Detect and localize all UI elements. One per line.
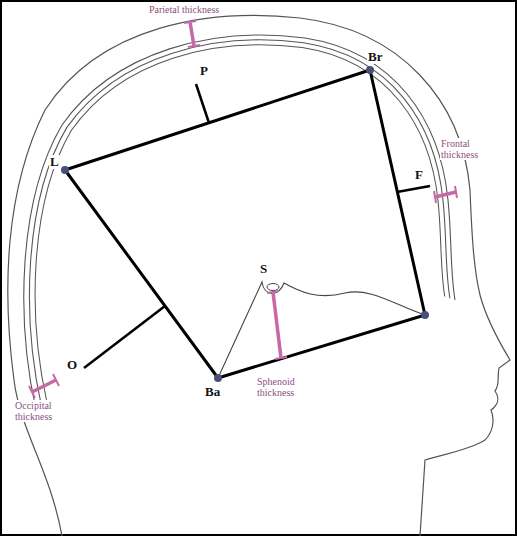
parietal-perpendicular <box>196 84 209 123</box>
sphenoid-outline <box>218 282 425 378</box>
point-label: O <box>66 358 78 372</box>
point <box>214 374 222 382</box>
quadrilateral <box>65 70 425 378</box>
tick <box>455 186 457 198</box>
point-label: L <box>49 155 60 169</box>
skull-inner <box>35 45 445 401</box>
thickness-label: Frontal thickness <box>440 138 498 160</box>
tick <box>184 21 196 23</box>
thickness-label: Parietal thickness <box>148 4 220 15</box>
point-label: F <box>414 168 424 182</box>
frontal-marker <box>435 192 456 197</box>
point-label: P <box>199 64 209 78</box>
tick <box>188 45 200 47</box>
thickness-markers <box>32 22 456 392</box>
tick <box>53 374 59 386</box>
landmark-points <box>61 66 429 382</box>
occipital-marker <box>32 380 56 392</box>
skull-outline <box>24 35 455 410</box>
tick <box>275 357 287 359</box>
tick <box>267 291 279 293</box>
sella-mark <box>267 284 279 291</box>
sphenoid-marker <box>273 292 281 358</box>
point <box>366 66 374 74</box>
point-label: Ba <box>204 385 221 399</box>
frontal-perpendicular <box>397 186 430 192</box>
point-label: S <box>259 262 268 276</box>
head-outline <box>8 15 510 536</box>
parietal-marker <box>190 22 194 46</box>
marker-ticks <box>29 21 457 398</box>
point-label: Br <box>367 50 383 64</box>
occipital-perpendicular <box>84 306 165 368</box>
thickness-label: Occipital thickness <box>14 400 76 422</box>
skull-middle <box>29 40 449 406</box>
point <box>61 166 69 174</box>
thickness-label: Sphenoid thickness <box>256 376 318 398</box>
skull-outer <box>24 35 455 410</box>
tick <box>434 191 436 203</box>
perpendiculars <box>84 84 430 368</box>
tick <box>29 386 35 398</box>
point <box>421 311 429 319</box>
